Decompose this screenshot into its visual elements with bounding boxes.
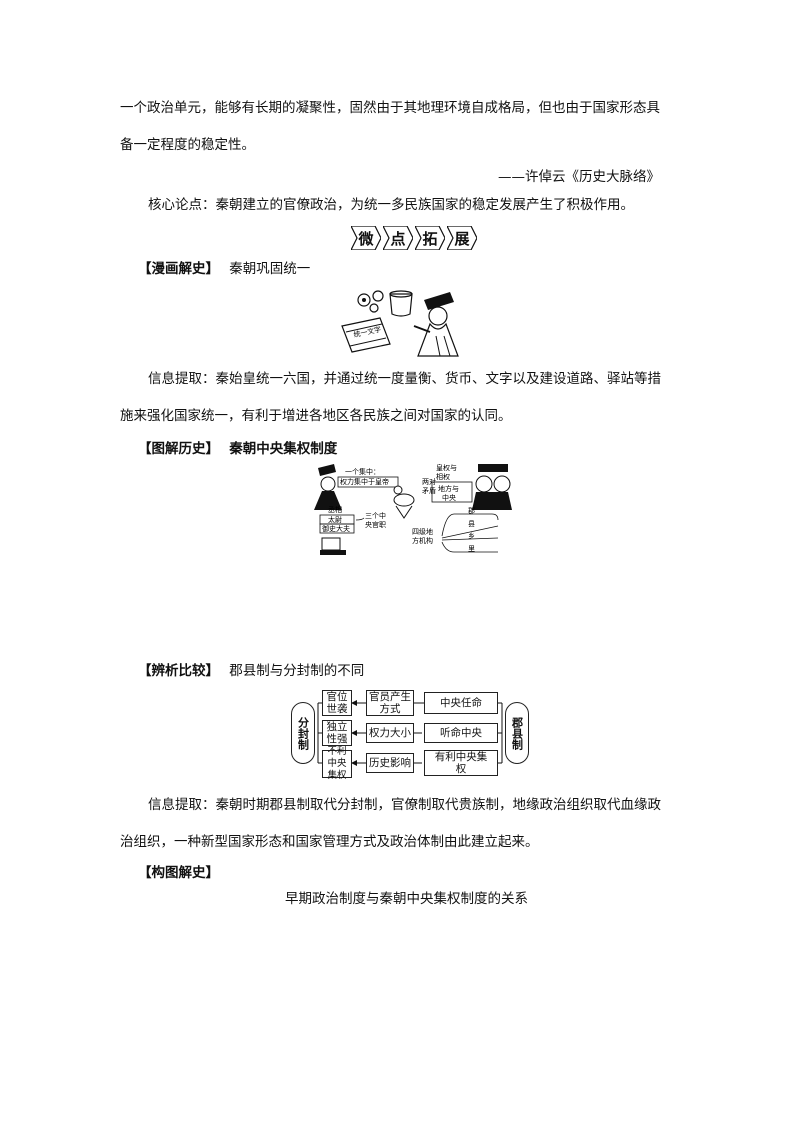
compare-cell-left: 官位世袭 (322, 690, 352, 716)
fig-text: 权力集中于皇帝 (340, 477, 389, 486)
fig-text: 太尉 (328, 515, 342, 524)
fig-text: 方机构 (412, 536, 433, 545)
fig-text: 三个中 (365, 511, 386, 520)
section-title: 秦朝巩固统一 (229, 261, 311, 277)
qin-comic-illustration: 统一文字 (341, 290, 459, 357)
section-label: 【构图解史】 (138, 865, 219, 881)
fig-text: 县 (468, 520, 475, 528)
quote-source: ——许倬云《历史大脉络》 (498, 169, 660, 185)
banner-chevron: 点 (383, 226, 413, 250)
info-extraction: 施来强化国家统一，有利于增进各地区各民族之间对国家的认同。 (120, 408, 512, 424)
section-title: 早期政治制度与秦朝中央集权制度的关系 (285, 891, 528, 907)
micro-point-banner: 微 点 拓 展 (351, 226, 477, 250)
banner-chevron: 展 (447, 226, 477, 250)
fig-text: 央官职 (365, 520, 386, 529)
compare-diagram: 分封制 郡县制 官位世袭 官员产生方式 中央任命 独立性强 权力大小 听命中央 … (288, 688, 532, 781)
paragraph-line: 一个政治单元，能够有长期的凝聚性，固然由于其地理环境自成格局，但也由于国家形态具 (120, 100, 660, 116)
compare-cell-left: 独立性强 (322, 720, 352, 746)
section-label: 【辨析比较】 (138, 663, 219, 679)
fig-text: 皇权与 (436, 463, 457, 472)
fengjian-oval: 分封制 (291, 702, 315, 764)
fig-text: 乡 (468, 532, 475, 540)
section-label: 【图解历史】 (138, 441, 219, 457)
compare-cell-right: 有利中央集权 (424, 750, 498, 776)
fig-text: 地方与 (438, 484, 459, 493)
fig-text: 御史大夫 (322, 524, 350, 533)
fig-text: 一个集中： (345, 467, 380, 476)
fig-text: 里 (468, 545, 475, 553)
banner-char: 拓 (422, 229, 438, 248)
compare-cell-mid: 官员产生方式 (366, 690, 414, 716)
core-argument: 核心论点：秦朝建立的官僚政治，为统一多民族国家的稳定发展产生了积极作用。 (148, 197, 634, 213)
section-title: 秦朝中央集权制度 (229, 441, 338, 457)
compare-cell-right: 中央任命 (424, 692, 498, 714)
fig-text: 丞相 (328, 505, 342, 514)
banner-char: 点 (390, 229, 406, 248)
compare-cell-left: 不利中央集权 (322, 746, 352, 781)
banner-char: 展 (454, 229, 470, 248)
fig-text: 矛盾 (422, 487, 436, 495)
central-system-diagram: 一个集中： 权力集中于皇帝 丞相 太尉 御史大夫 三个中 央官职 两对 矛盾 皇… (314, 463, 512, 555)
compare-cell-mid: 历史影响 (366, 753, 414, 773)
fig-text: 相权 (436, 472, 450, 481)
compare-cell-mid: 权力大小 (366, 723, 414, 743)
info-extraction: 信息提取：秦始皇统一六国，并通过统一度量衡、货币、文字以及建设道路、驿站等措 (148, 371, 661, 387)
info-extraction: 治组织，一种新型国家形态和国家管理方式及政治体制由此建立起来。 (120, 834, 539, 850)
section-title: 郡县制与分封制的不同 (229, 663, 365, 679)
paragraph-line: 备一定程度的稳定性。 (120, 137, 255, 153)
section-label: 【漫画解史】 (138, 261, 219, 277)
banner-char: 微 (358, 229, 374, 248)
compare-cell-right: 听命中央 (424, 723, 498, 743)
fig-text: 两对 (422, 477, 436, 486)
banner-chevron: 拓 (415, 226, 445, 250)
fig-text: 中央 (442, 493, 456, 502)
info-extraction: 信息提取：秦朝时期郡县制取代分封制，官僚制取代贵族制，地缘政治组织取代血缘政 (148, 797, 661, 813)
banner-chevron: 微 (351, 226, 381, 250)
junxian-oval: 郡县制 (505, 702, 529, 764)
fig-text: 四级地 (412, 527, 433, 536)
fig-text: 郡 (468, 507, 475, 515)
